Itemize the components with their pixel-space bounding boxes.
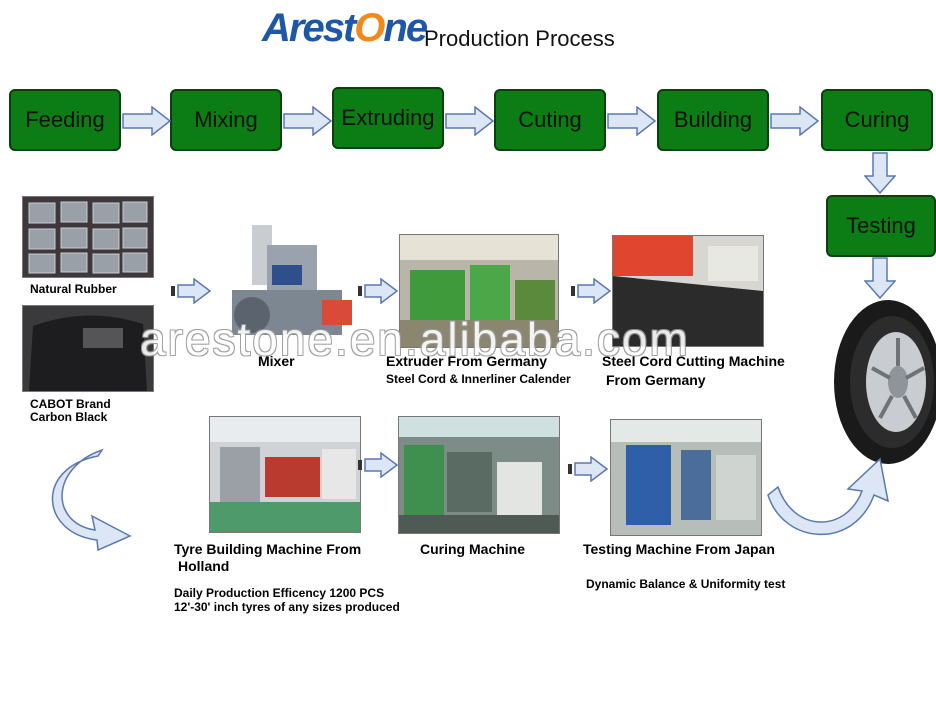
carbon-black-photo xyxy=(22,305,154,392)
flow-arrow-icon xyxy=(122,106,172,136)
arestone-logo: ArestOne xyxy=(262,6,428,50)
natural-rubber-photo xyxy=(22,196,154,278)
curing-machine-caption: Curing Machine xyxy=(420,541,526,557)
natural-rubber-caption: Natural Rubber xyxy=(30,282,117,296)
curved-arrow-icon xyxy=(767,457,890,536)
testing-machine-caption: Testing Machine From Japan xyxy=(583,541,775,557)
balance-caption: Dynamic Balance & Uniformity test xyxy=(586,577,786,591)
mixer-caption: Mixer xyxy=(258,353,295,369)
flow-arrow-icon xyxy=(283,106,333,136)
flow-arrow-icon xyxy=(358,452,399,478)
step-feeding: Feeding xyxy=(9,89,121,151)
flow-arrow-icon xyxy=(358,278,399,304)
flow-arrow-icon xyxy=(171,278,212,304)
step-mixing: Mixing xyxy=(170,89,282,151)
testing-machine-photo xyxy=(610,419,762,536)
flow-arrow-down-icon xyxy=(864,152,896,194)
cutting-machine-caption-2: From Germany xyxy=(606,372,706,388)
tyre-photo xyxy=(834,300,936,464)
extruder-caption: Extruder From Germany xyxy=(386,353,548,369)
extruder-photo xyxy=(399,234,559,348)
step-testing: Testing xyxy=(826,195,936,257)
curing-machine-photo xyxy=(398,416,560,534)
carbon-black-caption-1: CABOT Brand xyxy=(30,397,111,411)
flow-arrow-icon xyxy=(571,278,612,304)
cutting-machine-photo xyxy=(612,235,764,347)
step-extruding: Extruding xyxy=(332,87,444,149)
mixer-photo xyxy=(232,225,352,335)
flow-arrow-down-icon xyxy=(864,257,896,299)
step-building: Building xyxy=(657,89,769,151)
tyre-building-photo xyxy=(209,416,361,533)
flow-arrow-icon xyxy=(445,106,495,136)
sizes-caption: 12'-30' inch tyres of any sizes produced xyxy=(174,600,400,614)
flow-arrow-icon xyxy=(770,106,820,136)
efficiency-caption: Daily Production Efficency 1200 PCS xyxy=(174,586,385,600)
watermark: arestone.en.alibaba.com xyxy=(140,313,690,365)
carbon-black-caption-2: Carbon Black xyxy=(30,410,108,424)
step-curing: Curing xyxy=(821,89,933,151)
tyre-building-caption-2: Holland xyxy=(178,558,230,574)
cutting-machine-caption-1: Steel Cord Cutting Machine xyxy=(602,353,785,369)
step-cuting: Cuting xyxy=(494,89,606,151)
calender-caption: Steel Cord & Innerliner Calender xyxy=(386,372,571,386)
page-title: Production Process xyxy=(424,26,615,51)
tyre-building-caption-1: Tyre Building Machine From xyxy=(174,541,362,557)
flow-arrow-icon xyxy=(607,106,657,136)
flow-arrow-icon xyxy=(568,456,609,482)
curved-arrow-icon xyxy=(51,448,132,552)
